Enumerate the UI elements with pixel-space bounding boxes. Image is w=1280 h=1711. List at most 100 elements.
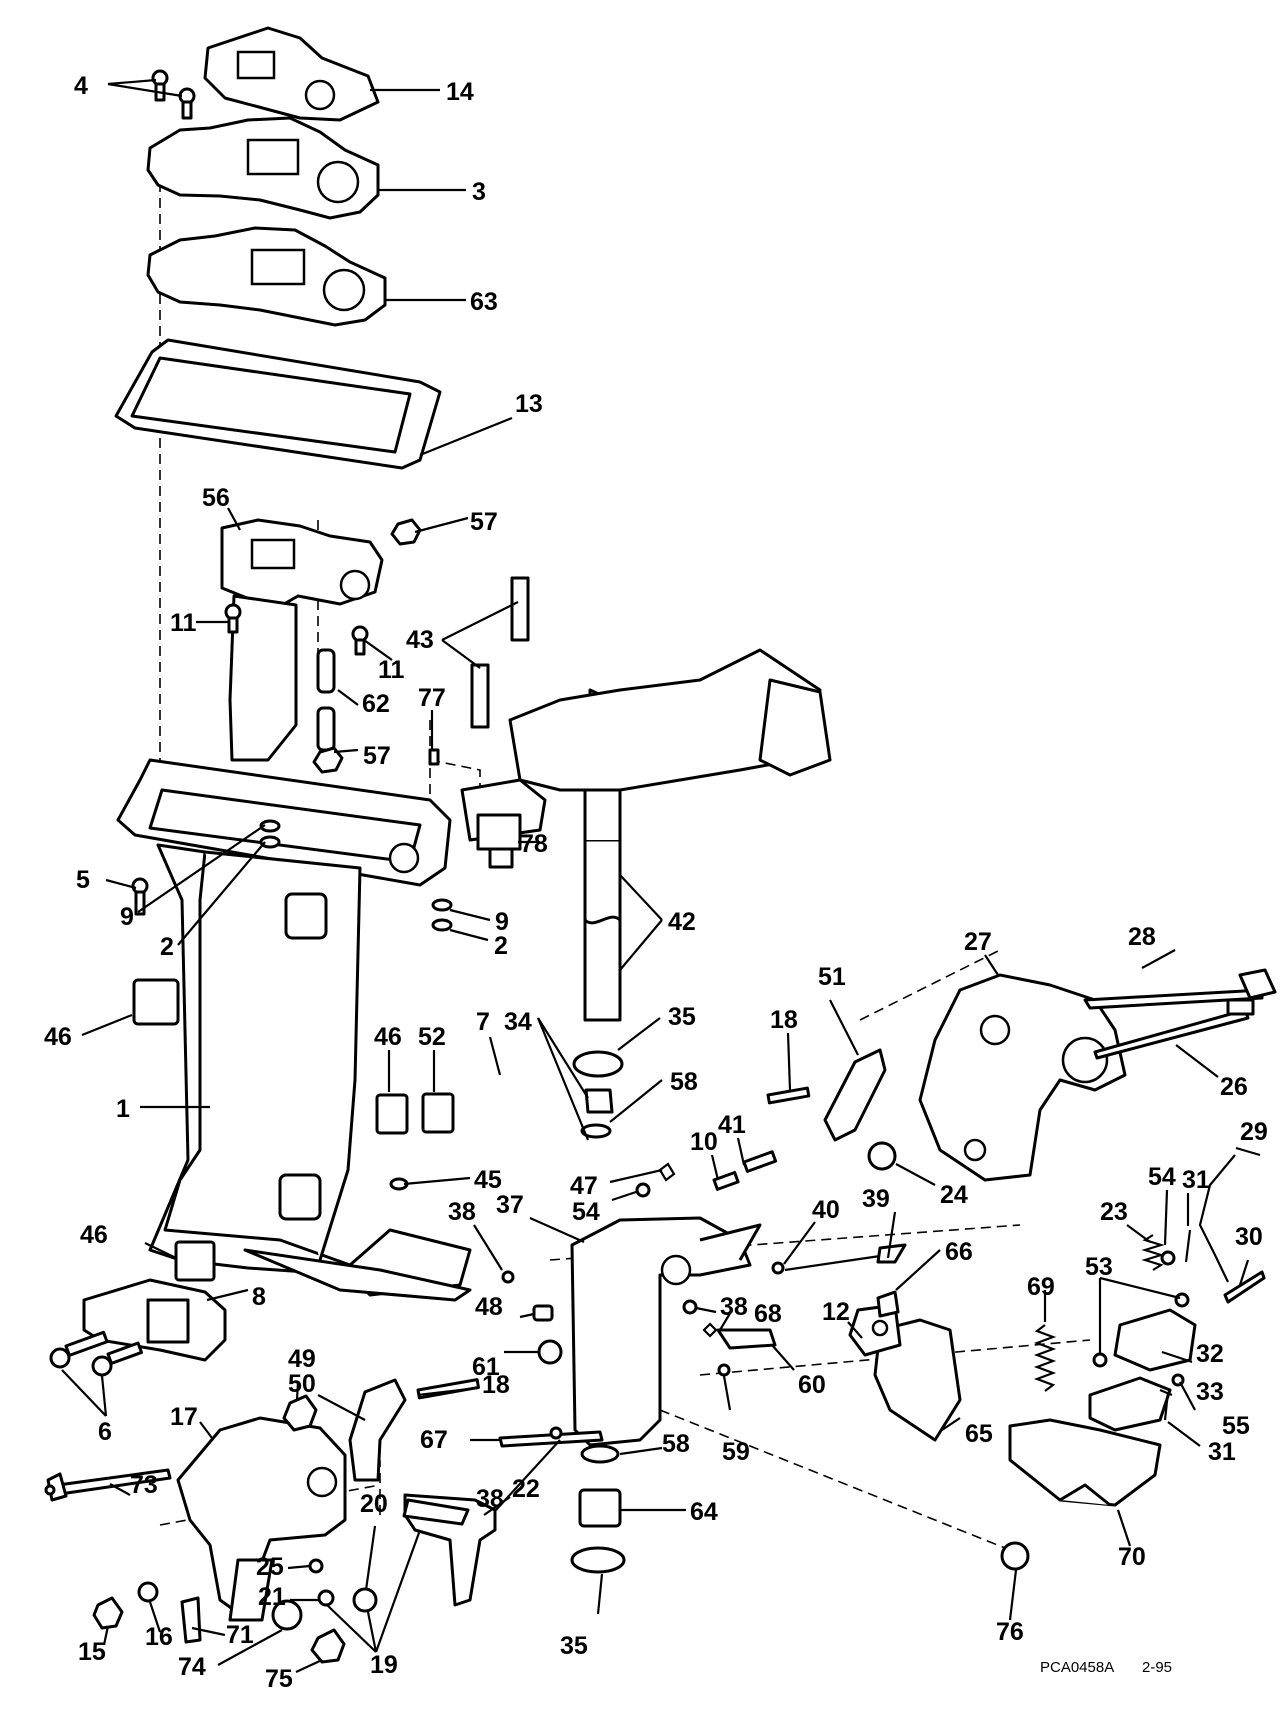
callout-74: 74	[178, 1653, 206, 1681]
washer-20	[352, 1587, 378, 1613]
seal-13	[114, 338, 442, 470]
bolt-5	[131, 877, 149, 916]
callout-11: 11	[378, 656, 405, 684]
callout-52: 52	[418, 1023, 446, 1051]
bushing-64	[578, 1488, 622, 1528]
plug-76	[1000, 1541, 1030, 1571]
callout-11: 11	[170, 609, 197, 637]
callout-13: 13	[515, 390, 543, 418]
nut-15	[92, 1596, 124, 1630]
callout-59: 59	[722, 1438, 750, 1466]
callout-76: 76	[996, 1618, 1024, 1646]
leader-lines	[61, 78, 1261, 1673]
callout-54: 54	[1148, 1163, 1176, 1191]
callout-35: 35	[668, 1003, 696, 1031]
rubber-mount-46	[132, 978, 409, 1282]
callout-78: 78	[520, 830, 548, 858]
washer-9	[259, 819, 453, 912]
callout-38: 38	[448, 1198, 476, 1226]
pin-48	[532, 1304, 554, 1322]
pin-77	[428, 748, 440, 766]
bolt-11a	[224, 603, 242, 634]
connector-78	[476, 813, 522, 869]
screw-10	[712, 1170, 740, 1191]
callout-38: 38	[720, 1293, 748, 1321]
clamp-bracket-70	[1008, 1418, 1162, 1507]
bolt-11b	[351, 625, 369, 656]
plate-71	[180, 1596, 202, 1644]
callout-45: 45	[474, 1166, 502, 1194]
lever-33	[1088, 1376, 1172, 1432]
callout-15: 15	[78, 1638, 106, 1666]
callout-3: 3	[472, 178, 486, 206]
grommet-window	[278, 892, 328, 1221]
rod-29	[1198, 1154, 1236, 1283]
callout-2: 2	[494, 932, 508, 960]
callout-31: 31	[1182, 1166, 1210, 1194]
figure-code: PCA0458A	[1040, 1659, 1114, 1676]
callout-37: 37	[496, 1191, 524, 1219]
bolts-and-screws	[44, 69, 1266, 1664]
callout-1: 1	[116, 1095, 130, 1123]
gasket-63	[146, 226, 387, 327]
nut-75	[310, 1628, 346, 1664]
callout-40: 40	[812, 1196, 840, 1224]
callout-68: 68	[754, 1300, 782, 1328]
nut-49	[282, 1394, 318, 1432]
callout-5: 5	[76, 866, 90, 894]
callout-9: 9	[120, 903, 134, 931]
callout-51: 51	[818, 963, 846, 991]
clamp-bracket-17	[176, 1416, 347, 1622]
callout-18: 18	[482, 1371, 510, 1399]
callout-18: 18	[770, 1006, 798, 1034]
callout-27: 27	[964, 928, 992, 956]
bolt-6	[49, 1330, 143, 1377]
callout-4: 4	[74, 72, 88, 100]
lever-51	[823, 1048, 887, 1142]
link-60	[716, 1328, 777, 1350]
pin-40	[771, 1261, 785, 1275]
swivel-bracket-37	[570, 1216, 762, 1447]
callout-19: 19	[370, 1651, 398, 1679]
long-bolts	[46, 968, 1277, 1502]
clip-47	[658, 1162, 676, 1182]
callout-28: 28	[1128, 923, 1156, 951]
pin-31	[1163, 1229, 1192, 1421]
callout-73: 73	[130, 1471, 158, 1499]
shaft-19	[402, 1498, 470, 1526]
callout-43: 43	[406, 626, 434, 654]
callout-47: 47	[570, 1172, 598, 1200]
callout-70: 70	[1118, 1543, 1146, 1571]
callout-75: 75	[265, 1665, 293, 1693]
grease-fitting-38	[501, 1270, 698, 1440]
callout-48: 48	[475, 1293, 503, 1321]
callout-71: 71	[226, 1621, 254, 1649]
callout-57: 57	[363, 742, 391, 770]
sleeve-58	[580, 1123, 620, 1464]
callout-29: 29	[1240, 1118, 1268, 1146]
tilt-lock-50	[348, 1378, 407, 1482]
callout-66: 66	[945, 1238, 973, 1266]
callout-46: 46	[80, 1221, 108, 1249]
reverse-lock-65	[873, 1318, 962, 1442]
callout-31: 31	[1208, 1438, 1236, 1466]
callout-8: 8	[252, 1283, 266, 1311]
washer-74	[271, 1599, 303, 1631]
washer-61	[537, 1339, 563, 1365]
callout-63: 63	[470, 288, 498, 316]
swivel-bracket-27	[918, 973, 1127, 1182]
screw-25	[308, 1558, 324, 1574]
bushing-34	[584, 1088, 614, 1114]
callout-77: 77	[418, 684, 446, 712]
callout-labels: 4 14 3 63 13 56 57 11 11 43 62 77 57 78 …	[44, 72, 1268, 1693]
callout-22: 22	[512, 1475, 540, 1503]
callout-35: 35	[560, 1632, 588, 1660]
washer-16	[137, 1581, 159, 1603]
callout-58: 58	[670, 1068, 698, 1096]
gasket-14	[203, 26, 380, 122]
exhaust-housing-56	[220, 518, 384, 762]
plate-3	[146, 116, 380, 220]
callout-20: 20	[360, 1490, 388, 1518]
callout-26: 26	[1220, 1073, 1248, 1101]
